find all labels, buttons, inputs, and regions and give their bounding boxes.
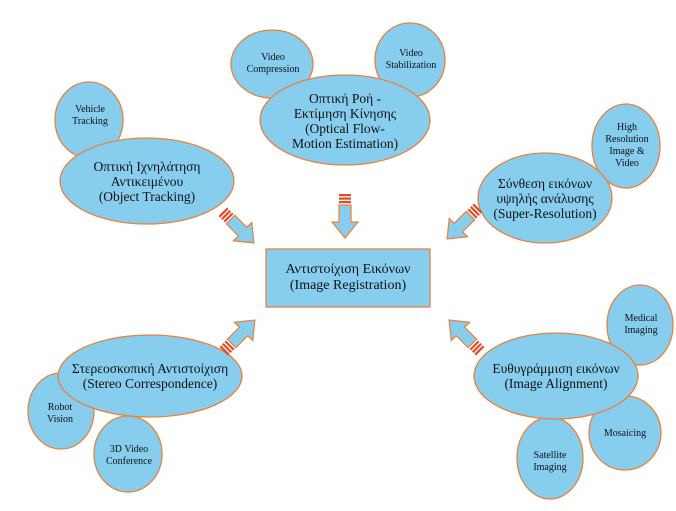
video-conference-node bbox=[93, 415, 163, 493]
satellite-imaging-node bbox=[516, 416, 584, 500]
image-alignment-node bbox=[473, 332, 639, 420]
super-resolution-node bbox=[477, 152, 613, 244]
arrow-from-optical-flow bbox=[331, 193, 359, 239]
stereo-node bbox=[57, 334, 243, 418]
object-tracking-node bbox=[59, 137, 235, 225]
arrow-from-object-tracking bbox=[212, 201, 264, 253]
high-resolution-node bbox=[591, 103, 661, 189]
optical-flow-node bbox=[259, 74, 431, 166]
arrow-from-image-alignment bbox=[439, 310, 491, 362]
center-box bbox=[265, 248, 431, 308]
medical-imaging-node bbox=[606, 284, 674, 366]
